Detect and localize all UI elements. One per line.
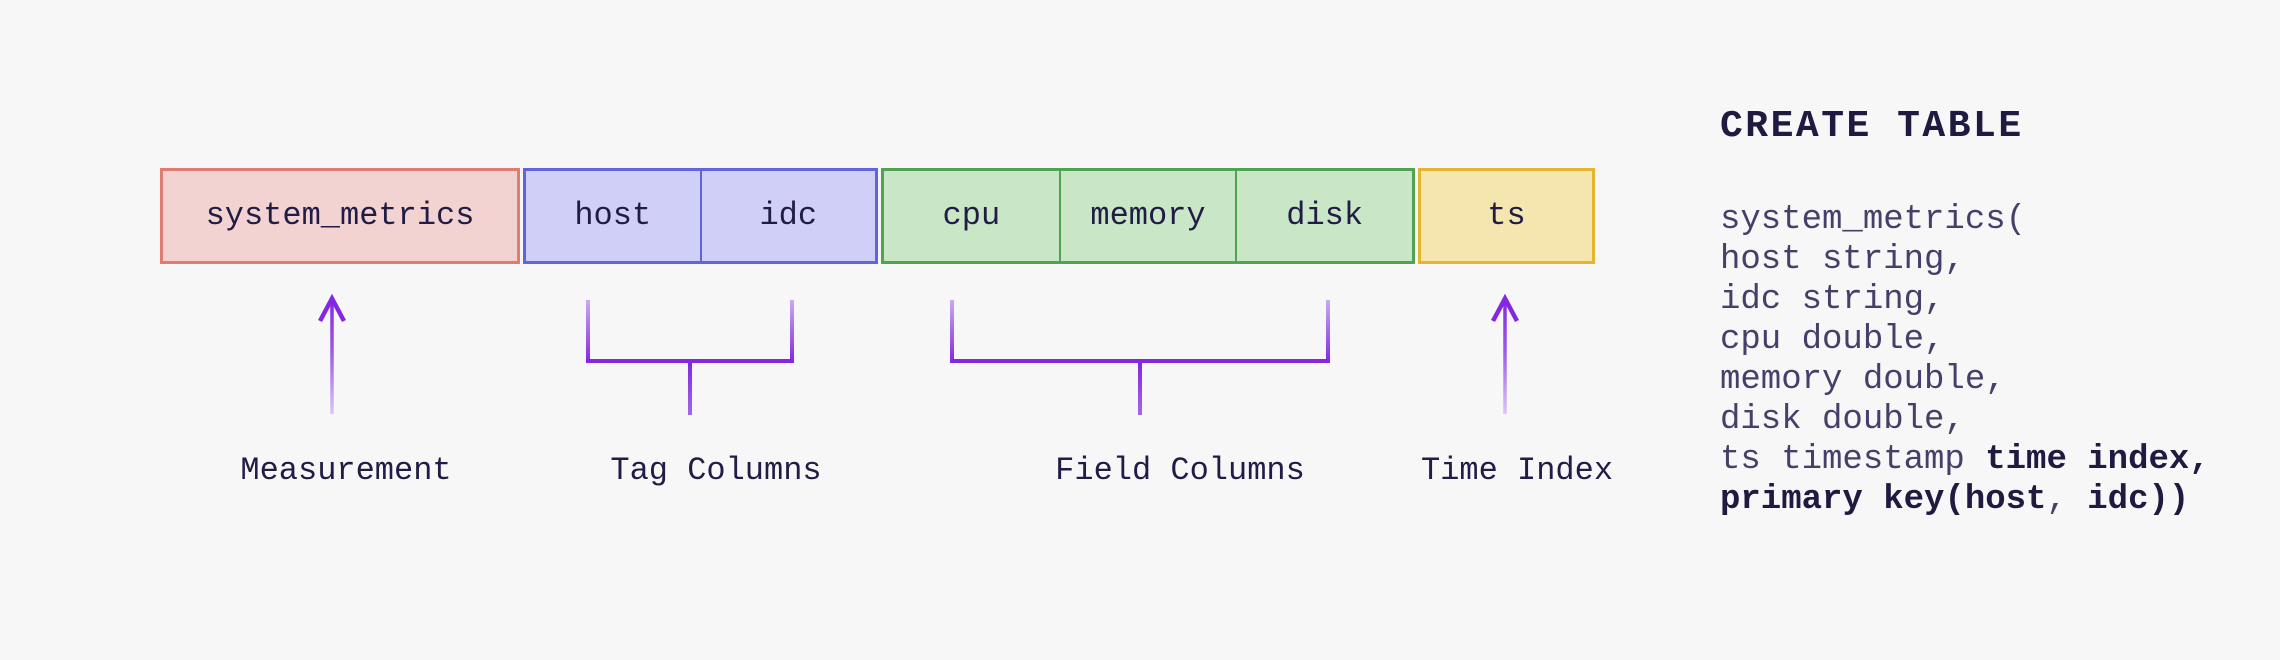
table-row: system_metrics host idc cpu memory disk …	[160, 168, 1595, 264]
section-field-columns: cpu memory disk	[881, 168, 1415, 264]
sql-text: system_metrics(	[1720, 201, 2027, 239]
sql-text: idc string,	[1720, 281, 1945, 319]
cell-idc: idc	[759, 197, 818, 234]
tag-columns-bracket-icon	[586, 300, 794, 415]
sql-keyword-bold: time index,	[1985, 441, 2210, 479]
sql-line: ts timestamp time index,	[1720, 440, 2210, 480]
time-index-arrow-icon	[1491, 293, 1519, 414]
sql-line: disk double,	[1720, 400, 2210, 440]
sql-line: system_metrics(	[1720, 200, 2210, 240]
sql-panel: CREATE TABLE system_metrics(host string,…	[1720, 104, 2210, 520]
cell-memory: memory	[1090, 197, 1206, 234]
measurement-arrow-icon	[318, 293, 346, 414]
sql-line: idc string,	[1720, 280, 2210, 320]
cell-disk: disk	[1286, 197, 1364, 234]
sql-line: cpu double,	[1720, 320, 2210, 360]
cell-ts: ts	[1487, 197, 1526, 234]
cell-divider	[1235, 171, 1238, 261]
cell-system-metrics: system_metrics	[205, 197, 475, 234]
label-tag-columns: Tag Columns	[610, 452, 822, 489]
cell-cpu: cpu	[942, 197, 1001, 234]
field-columns-bracket-icon	[950, 300, 1330, 415]
sql-text: ,	[2046, 481, 2088, 519]
section-measurement: system_metrics	[160, 168, 520, 264]
label-time-index: Time Index	[1420, 452, 1614, 489]
sql-line: host string,	[1720, 240, 2210, 280]
sql-text: disk double,	[1720, 401, 1965, 439]
cell-host: host	[574, 197, 652, 234]
sql-text: cpu double,	[1720, 321, 1945, 359]
sql-keyword-bold: idc))	[2087, 481, 2190, 519]
sql-body: system_metrics(host string,idc string,cp…	[1720, 200, 2210, 520]
sql-title: CREATE TABLE	[1720, 105, 2024, 148]
section-time-index: ts	[1418, 168, 1595, 264]
sql-keyword-bold: primary key(host	[1720, 481, 2047, 519]
sql-text: ts timestamp	[1720, 441, 1986, 479]
label-measurement: Measurement	[240, 452, 452, 489]
sql-line: memory double,	[1720, 360, 2210, 400]
section-tag-columns: host idc	[523, 168, 878, 264]
label-field-columns: Field Columns	[1055, 452, 1305, 489]
cell-divider	[699, 171, 702, 261]
sql-text: memory double,	[1720, 361, 2006, 399]
sql-line: primary key(host, idc))	[1720, 480, 2210, 520]
sql-text: host string,	[1720, 241, 1965, 279]
cell-divider	[1058, 171, 1061, 261]
